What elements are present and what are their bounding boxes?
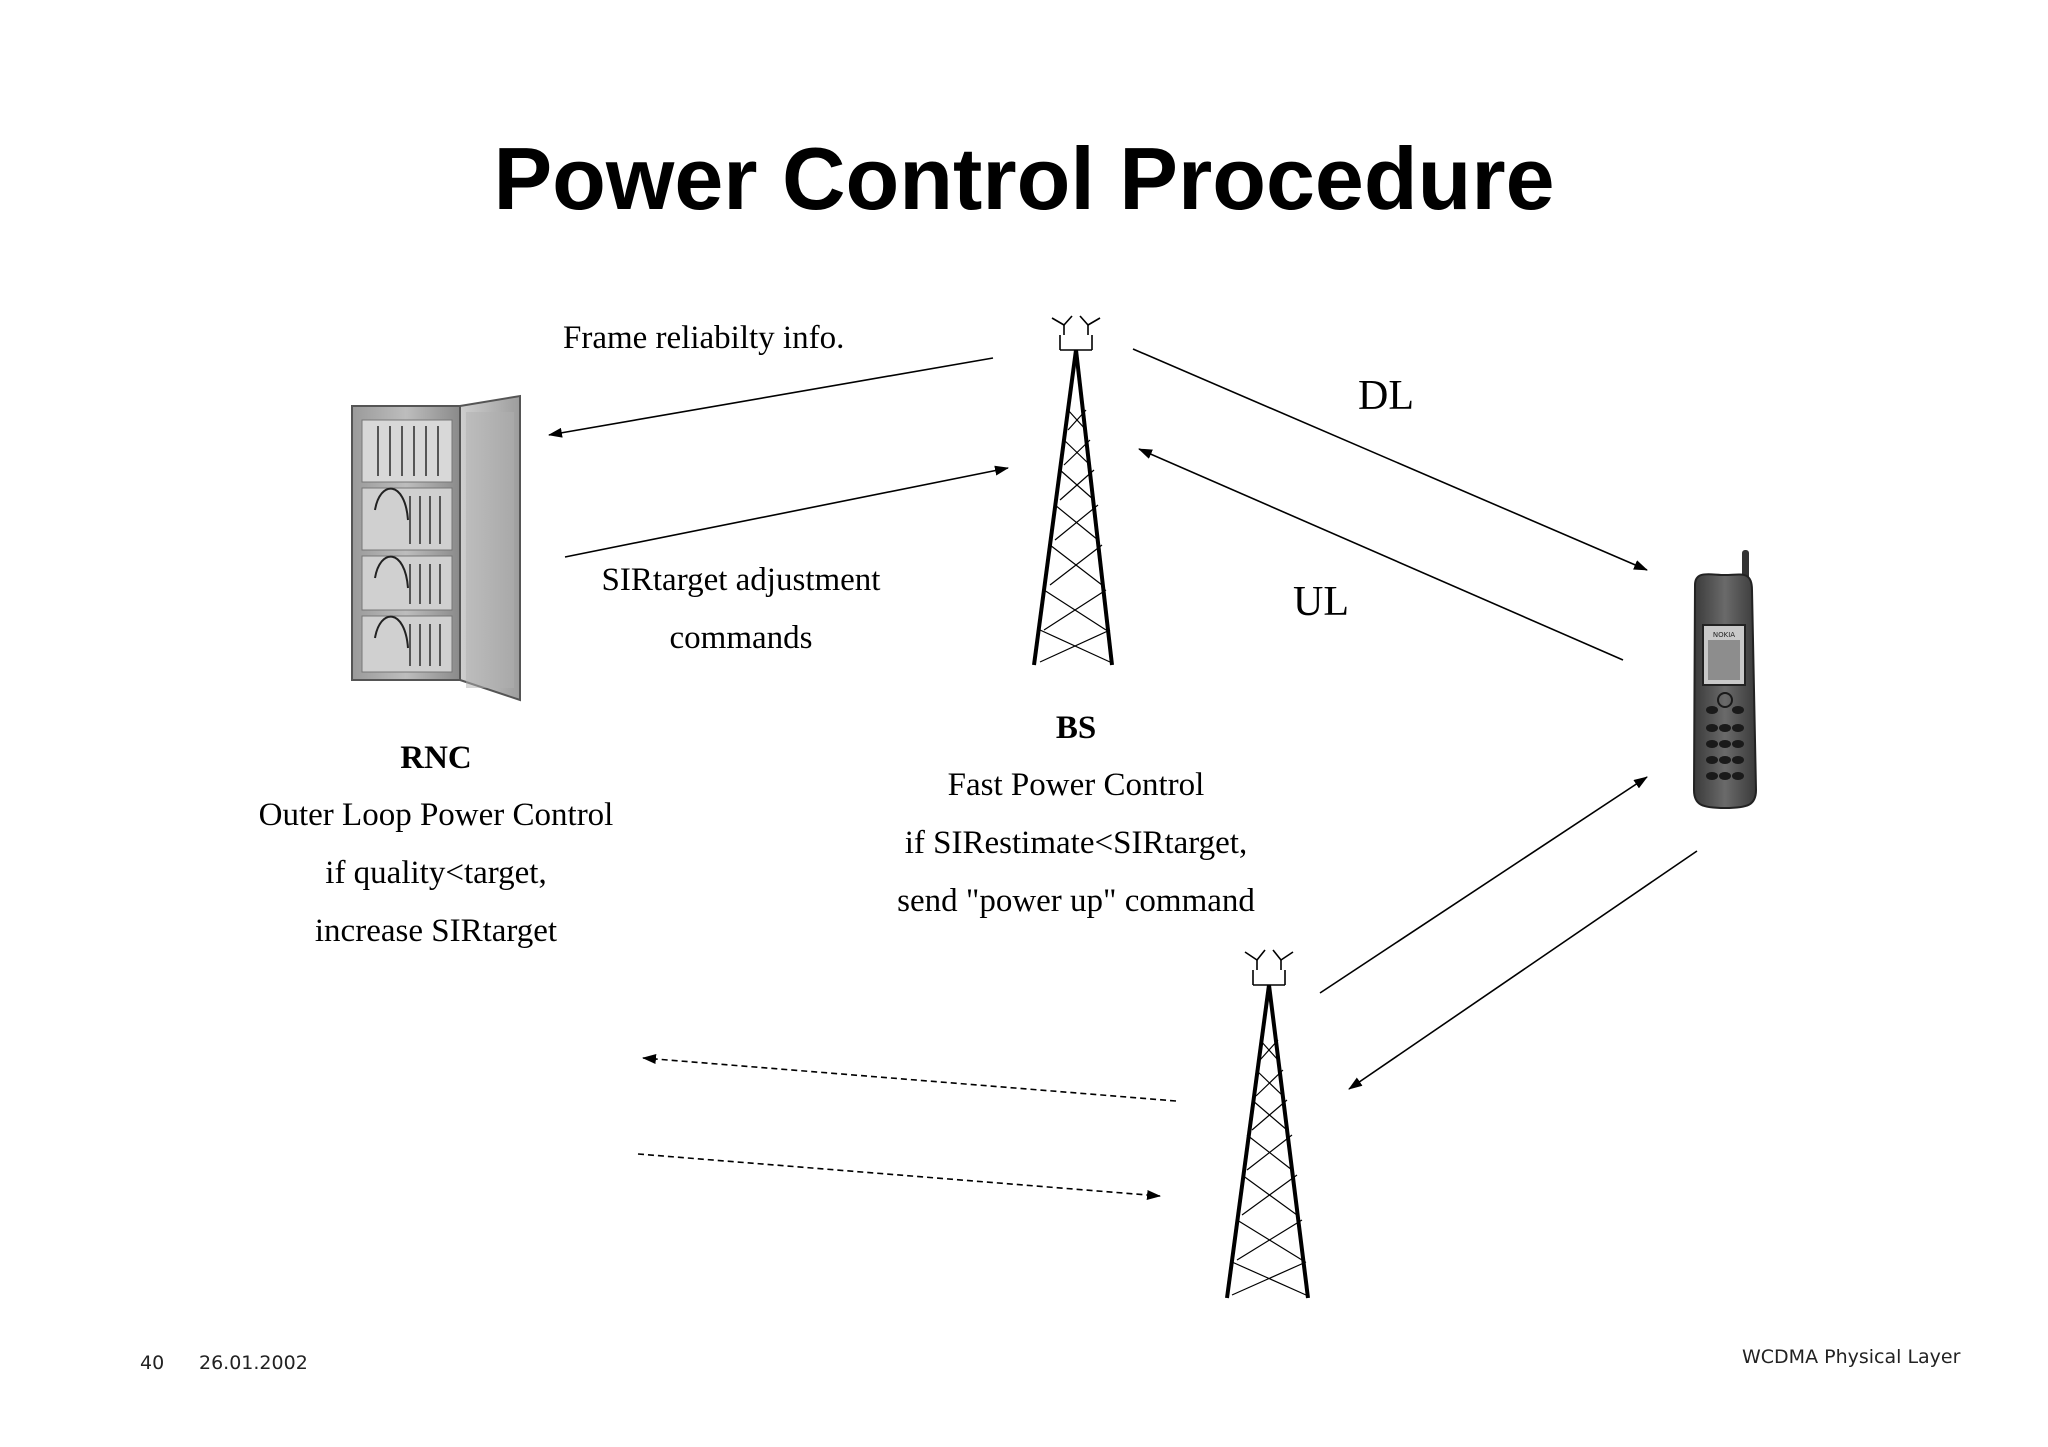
arrow-dl-bottom (1348, 850, 1698, 1090)
rnc-name: RNC (400, 740, 472, 776)
rnc-line3: increase SIRtarget (314, 913, 558, 949)
rnc-cabinet-icon (351, 394, 521, 702)
ul-label: UL (1293, 579, 1349, 625)
bs-line3: send "power up" command (897, 883, 1255, 919)
arrow-frame-info (548, 357, 994, 438)
frame-info-label: Frame reliabilty info. (563, 320, 845, 356)
mobile-phone-icon: NOKIA (1692, 550, 1758, 810)
base-station-tower-icon (1032, 315, 1114, 666)
footer-page-number: 40 (140, 1352, 165, 1374)
arrow-dashed-to-rnc (642, 1054, 1177, 1102)
page-title: Power Control Procedure (493, 129, 1555, 228)
rnc-line1: Outer Loop Power Control (258, 797, 614, 833)
sir-adjust-label-line1: SIRtarget adjustment (601, 562, 881, 598)
arrow-dl (1132, 348, 1648, 571)
base-station-tower-icon (1225, 949, 1310, 1299)
footer-date: 26.01.2002 (199, 1352, 308, 1374)
arrow-ul (1138, 448, 1624, 661)
rnc-line2: if quality<target, (325, 855, 547, 891)
bs-line2: if SIRestimate<SIRtarget, (904, 825, 1248, 861)
phone-brand-text: NOKIA (1713, 631, 1735, 639)
sir-adjust-label-line2: commands (669, 620, 813, 656)
dl-label: DL (1358, 373, 1414, 419)
arrow-ul-bottom (1319, 776, 1648, 994)
bs-line1: Fast Power Control (947, 767, 1205, 803)
arrow-sir-adjust (564, 465, 1009, 558)
bs-name: BS (1055, 710, 1097, 746)
footer-document-title: WCDMA Physical Layer (1742, 1346, 1961, 1368)
arrow-dashed-to-bs (637, 1153, 1161, 1200)
